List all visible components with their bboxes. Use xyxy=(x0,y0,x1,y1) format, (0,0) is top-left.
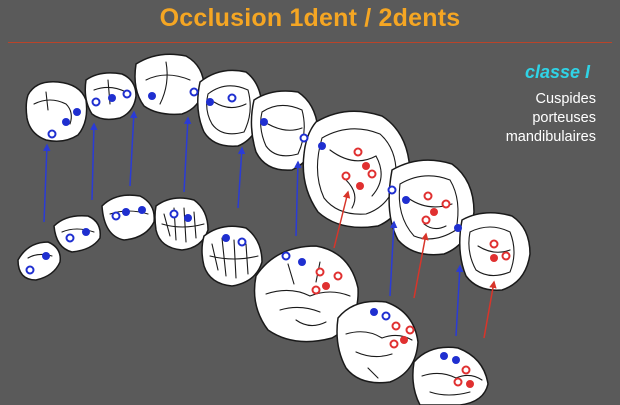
lower-tooth-4 xyxy=(154,197,209,251)
cusp-marker-blue xyxy=(65,233,75,243)
blue-arrow-8 xyxy=(455,264,464,337)
lower-tooth-1 xyxy=(17,241,61,281)
cusp-marker-red xyxy=(421,215,431,225)
cusp-marker-blue xyxy=(370,308,378,316)
cusp-marker-blue xyxy=(222,234,230,242)
cusp-marker-blue xyxy=(122,208,130,216)
class-label: classe I xyxy=(524,62,590,82)
cusp-marker-blue xyxy=(387,185,397,195)
lower-tooth-7 xyxy=(336,300,419,384)
cusp-marker-blue xyxy=(25,265,35,275)
cusp-marker-red xyxy=(400,336,408,344)
cusp-marker-blue xyxy=(260,118,268,126)
cusp-marker-blue xyxy=(299,133,309,143)
blue-arrow-5 xyxy=(237,146,246,209)
upper-tooth-3 xyxy=(134,53,205,116)
blue-arrow-6 xyxy=(294,160,302,237)
blue-arrow-1 xyxy=(43,143,51,223)
cusp-marker-blue xyxy=(62,118,70,126)
lower-arch xyxy=(17,194,489,405)
cusp-marker-blue xyxy=(454,224,462,232)
red-arrow-3 xyxy=(483,280,497,339)
cusp-marker-blue xyxy=(148,92,156,100)
cusp-marker-red xyxy=(362,162,370,170)
occlusion-arrows xyxy=(43,110,497,339)
cusp-marker-red xyxy=(405,325,415,335)
cusp-marker-blue xyxy=(318,142,326,150)
cusp-marker-red xyxy=(423,191,433,201)
cusp-marker-blue xyxy=(440,352,448,360)
upper-tooth-6 xyxy=(302,110,411,229)
upper-tooth-1 xyxy=(25,81,88,142)
blue-arrow-2 xyxy=(90,122,98,201)
lower-tooth-2 xyxy=(53,214,101,253)
cusp-marker-blue xyxy=(189,87,199,97)
slide-title: Occlusion 1dent / 2dents xyxy=(159,4,461,32)
lower-tooth-6 xyxy=(253,245,359,343)
description-line: Cuspides xyxy=(535,91,596,107)
cusp-marker-red xyxy=(441,199,451,209)
cusp-marker-blue xyxy=(73,108,81,116)
title-underline xyxy=(8,42,612,43)
lower-tooth-3 xyxy=(101,194,155,241)
cusp-marker-blue xyxy=(82,228,90,236)
cusp-marker-blue xyxy=(42,252,50,260)
cusp-marker-red xyxy=(311,285,321,295)
cusp-marker-blue xyxy=(237,237,247,247)
cusp-marker-red xyxy=(356,182,364,190)
cusp-marker-blue xyxy=(206,98,214,106)
cusp-marker-blue xyxy=(108,94,116,102)
upper-tooth-8 xyxy=(459,212,531,291)
cusp-marker-blue xyxy=(281,251,291,261)
cusp-marker-red xyxy=(353,147,363,157)
red-arrow-2 xyxy=(413,232,429,299)
cusp-marker-blue xyxy=(111,211,121,221)
cusp-marker-red xyxy=(501,251,511,261)
cusp-marker-blue xyxy=(47,129,57,139)
lower-tooth-5 xyxy=(201,225,263,287)
cusp-marker-red xyxy=(461,365,471,375)
cusp-marker-blue xyxy=(122,89,132,99)
description-line: mandibulaires xyxy=(505,129,596,145)
cusp-marker-red xyxy=(333,271,343,281)
cusp-marker-red xyxy=(391,321,401,331)
cusp-marker-blue xyxy=(227,93,237,103)
cusp-marker-blue xyxy=(91,97,101,107)
cusp-marker-red xyxy=(322,282,330,290)
red-arrow-1 xyxy=(333,190,351,249)
cusp-marker-blue xyxy=(381,311,391,321)
description-line: porteuses xyxy=(532,110,596,126)
cusp-marker-blue xyxy=(402,196,410,204)
description: Cuspides porteuses mandibulaires xyxy=(456,90,596,147)
cusp-marker-blue xyxy=(138,206,146,214)
cusp-marker-red xyxy=(315,267,325,277)
cusp-marker-red xyxy=(466,380,474,388)
cusp-marker-red xyxy=(341,171,351,181)
cusp-marker-red xyxy=(489,239,499,249)
cusp-marker-red xyxy=(389,339,399,349)
cusp-marker-red xyxy=(453,377,463,387)
cusp-marker-red xyxy=(430,208,438,216)
blue-arrow-3 xyxy=(129,110,138,187)
cusp-marker-blue xyxy=(452,356,460,364)
cusp-marker-blue xyxy=(184,214,192,222)
cusp-marker-blue xyxy=(298,258,306,266)
cusp-marker-blue xyxy=(169,209,179,219)
blue-arrow-7 xyxy=(389,220,398,297)
lower-tooth-8 xyxy=(412,346,489,405)
cusp-marker-red xyxy=(490,254,498,262)
blue-arrow-4 xyxy=(183,116,192,193)
cusp-marker-red xyxy=(367,169,377,179)
cusp-markers xyxy=(25,87,511,388)
